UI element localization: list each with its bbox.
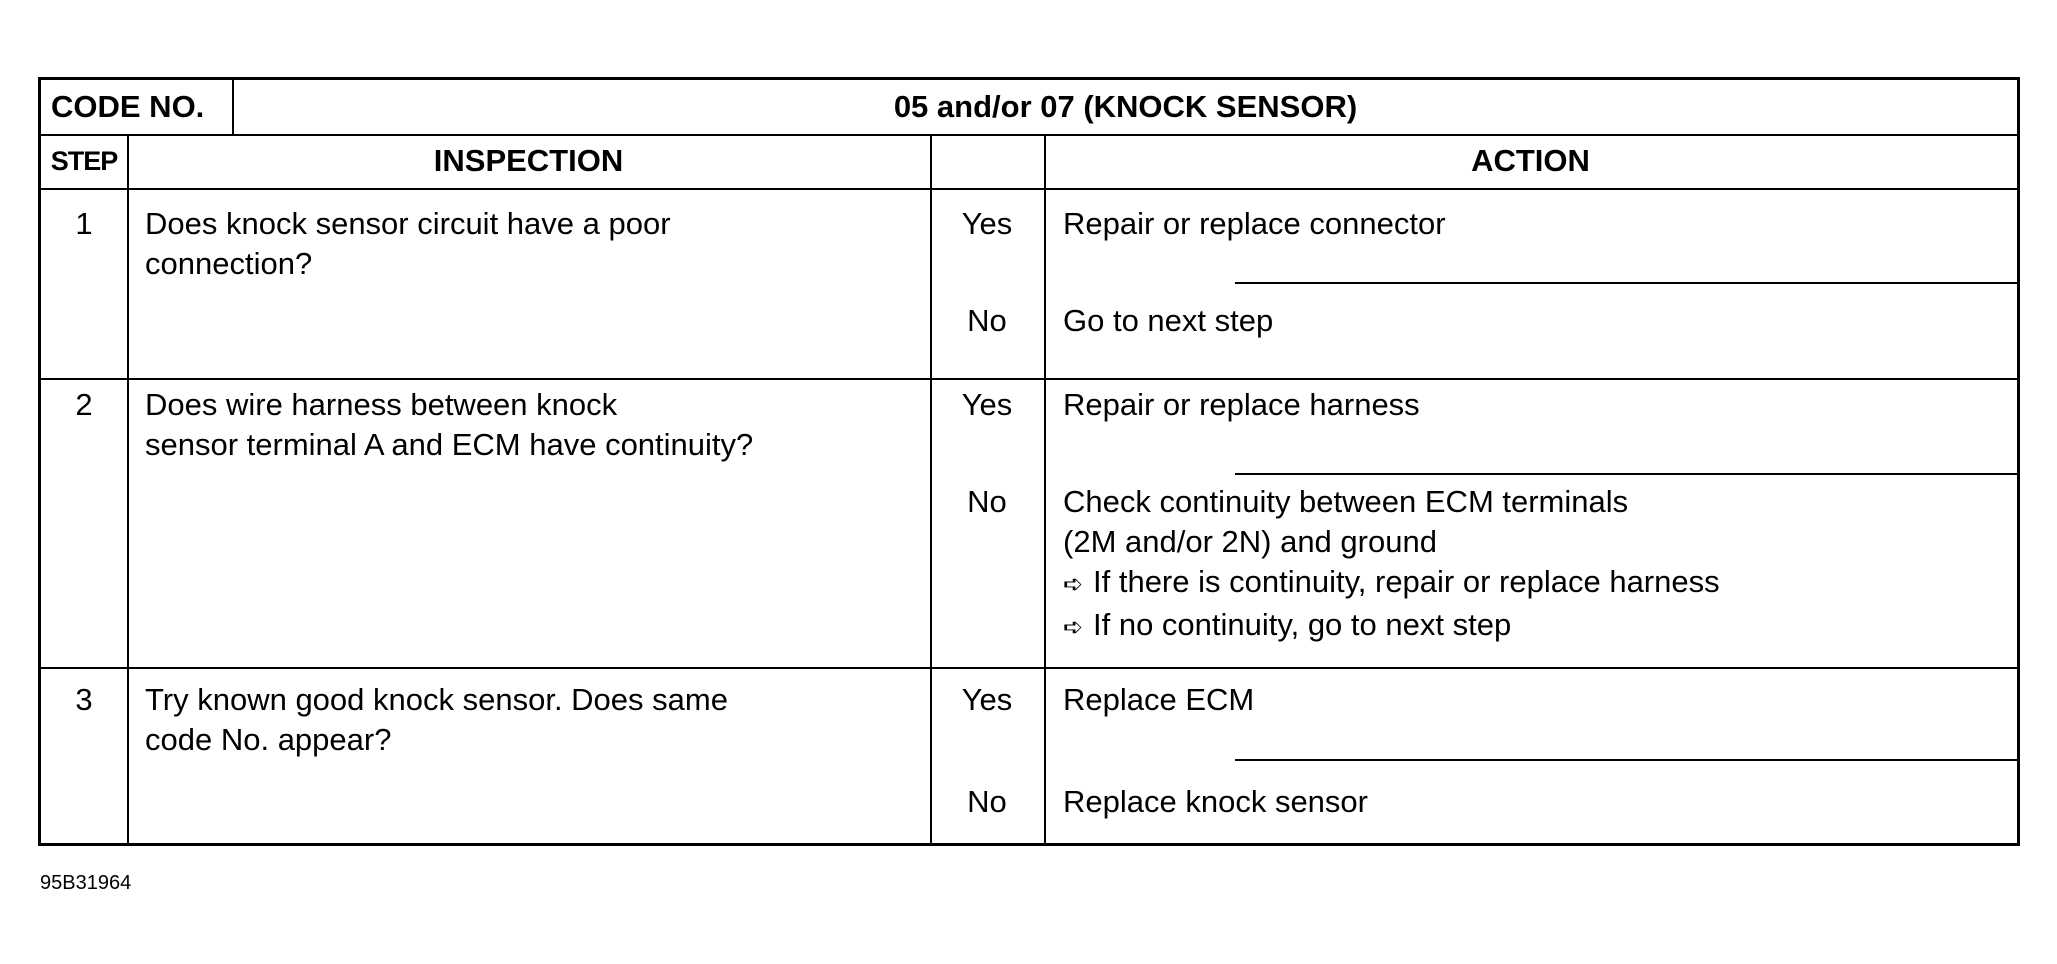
column-header-inspection: INSPECTION bbox=[433, 143, 624, 178]
bullet-line: ➪If there is continuity, repair or repla… bbox=[1063, 562, 2013, 605]
action-text: Go to next step bbox=[1063, 303, 1274, 338]
inspection-text: Try known good knock sensor. Does same c… bbox=[145, 682, 728, 757]
action-text: Repair or replace harness bbox=[1063, 387, 1420, 422]
action-text: Replace knock sensor bbox=[1063, 784, 1368, 819]
figure-id: 95B31964 bbox=[40, 872, 132, 894]
code-no-label: CODE NO. bbox=[41, 80, 234, 134]
column-header-action: ACTION bbox=[1471, 143, 1590, 178]
yes-label: Yes bbox=[961, 206, 1013, 241]
step-number: 2 bbox=[75, 387, 93, 422]
yes-label: Yes bbox=[961, 682, 1013, 717]
knock-sensor-troubleshooting-table: CODE NO. 05 and/or 07 (KNOCK SENSOR) STE… bbox=[38, 77, 2020, 846]
arrow-right-icon: ➪ bbox=[1063, 614, 1084, 641]
action-text: Replace ECM bbox=[1063, 682, 1255, 717]
action-text: Check continuity between ECM terminals (… bbox=[1063, 482, 2013, 648]
no-label: No bbox=[967, 784, 1007, 819]
bullet-line: ➪If no continuity, go to next step bbox=[1063, 605, 2013, 648]
no-label: No bbox=[967, 303, 1007, 338]
code-title: 05 and/or 07 (KNOCK SENSOR) bbox=[893, 89, 1358, 124]
action-text: Repair or replace connector bbox=[1063, 206, 1446, 241]
no-label: No bbox=[967, 484, 1007, 519]
inspection-text: Does knock sensor circuit have a poor co… bbox=[145, 206, 671, 281]
column-header-step: STEP bbox=[50, 146, 119, 176]
column-header-result bbox=[930, 134, 1044, 188]
yes-label: Yes bbox=[961, 387, 1013, 422]
step-number: 1 bbox=[75, 206, 93, 241]
step-number: 3 bbox=[75, 682, 93, 717]
inspection-text: Does wire harness between knock sensor t… bbox=[145, 387, 754, 462]
arrow-right-icon: ➪ bbox=[1063, 571, 1084, 598]
